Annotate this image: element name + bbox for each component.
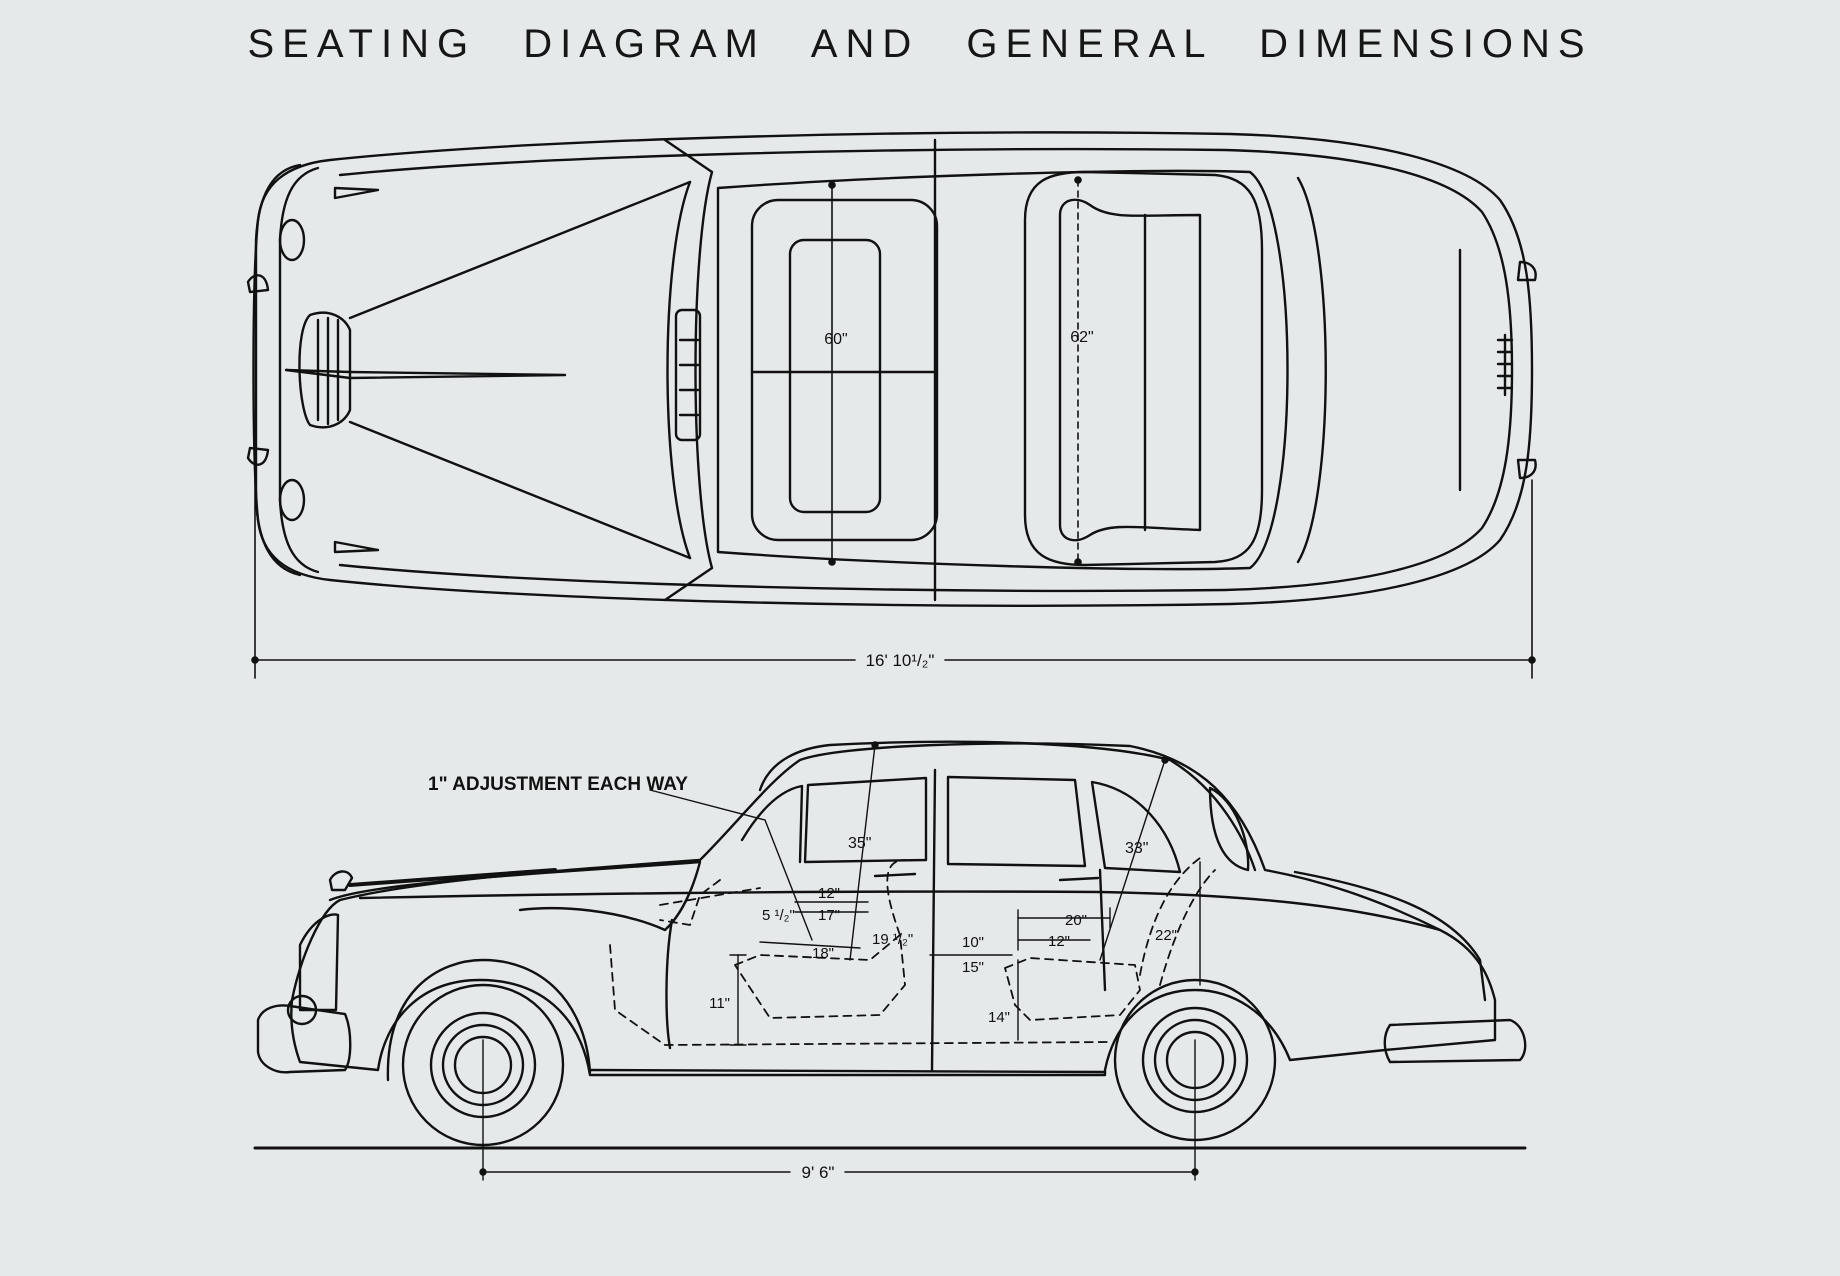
windscreen-side <box>740 784 804 864</box>
dim-22: 22" <box>1155 927 1177 944</box>
plan-view: 60" 62" 16' 10¹/₂" <box>246 131 1537 679</box>
plan-dimensions <box>251 176 1536 679</box>
front-headroom-label: 35" <box>848 835 871 852</box>
dim-12-front: 12" <box>818 885 840 902</box>
front-wing-side <box>328 860 702 932</box>
dim-14: 14" <box>988 1009 1010 1026</box>
rear-screen-side <box>1208 786 1250 872</box>
dash-vents-plan <box>674 308 702 442</box>
cabin-plan <box>716 169 1289 571</box>
front-wheel-side <box>386 958 592 1147</box>
front-seat-plan <box>750 198 939 542</box>
front-grille-side <box>298 913 340 1012</box>
dim-18: 18" <box>812 945 834 962</box>
dim-5-half: 5 ¹/₂" <box>762 907 795 924</box>
adjustment-note: 1" ADJUSTMENT EACH WAY <box>428 774 688 795</box>
rear-seat-width-label: 62" <box>1070 329 1093 346</box>
plan-body-inner <box>338 147 1514 593</box>
rear-wing-side <box>1293 870 1487 1002</box>
wheelbase-label: 9' 6" <box>802 1163 835 1182</box>
side-dimensions <box>479 741 1201 1181</box>
side-body-outline <box>290 742 1497 1077</box>
seat-outlines-side <box>609 857 1216 1046</box>
rear-door-window-side <box>946 775 1087 868</box>
overall-length-label: 16' 10¹/₂" <box>866 651 935 670</box>
dim-17: 17" <box>818 907 840 924</box>
plan-body-outline <box>252 131 1534 607</box>
quarter-window-side <box>1090 780 1182 874</box>
rear-headroom-label: 33" <box>1125 840 1148 857</box>
mascot-side <box>328 870 354 892</box>
windscreen-plan <box>666 180 692 560</box>
front-bumper-plan <box>254 163 302 577</box>
dim-20: 20" <box>1065 912 1087 929</box>
front-window-side <box>803 776 928 864</box>
dim-15: 15" <box>962 959 984 976</box>
front-seat-width-label: 60" <box>824 331 847 348</box>
dim-11: 11" <box>709 995 730 1012</box>
side-view: 1" ADJUSTMENT EACH WAY 35" 33" 12" 17" 5… <box>253 740 1527 1182</box>
side-roof <box>758 740 1257 872</box>
headlamp-left-plan <box>278 218 306 262</box>
rear-bumper-side <box>1383 1018 1527 1064</box>
headlamp-right-plan <box>278 478 306 522</box>
dim-12-rear: 12" <box>1048 933 1070 950</box>
hood-mascot-plan <box>284 368 567 380</box>
grille-plan <box>298 311 352 429</box>
front-bumper-side <box>256 1004 352 1074</box>
rear-seat-plan <box>1023 170 1264 567</box>
dim-10: 10" <box>962 934 984 951</box>
dim-19-half: 19 ¹/₂" <box>872 931 913 948</box>
page-title: SEATING DIAGRAM AND GENERAL DIMENSIONS <box>247 22 1593 66</box>
